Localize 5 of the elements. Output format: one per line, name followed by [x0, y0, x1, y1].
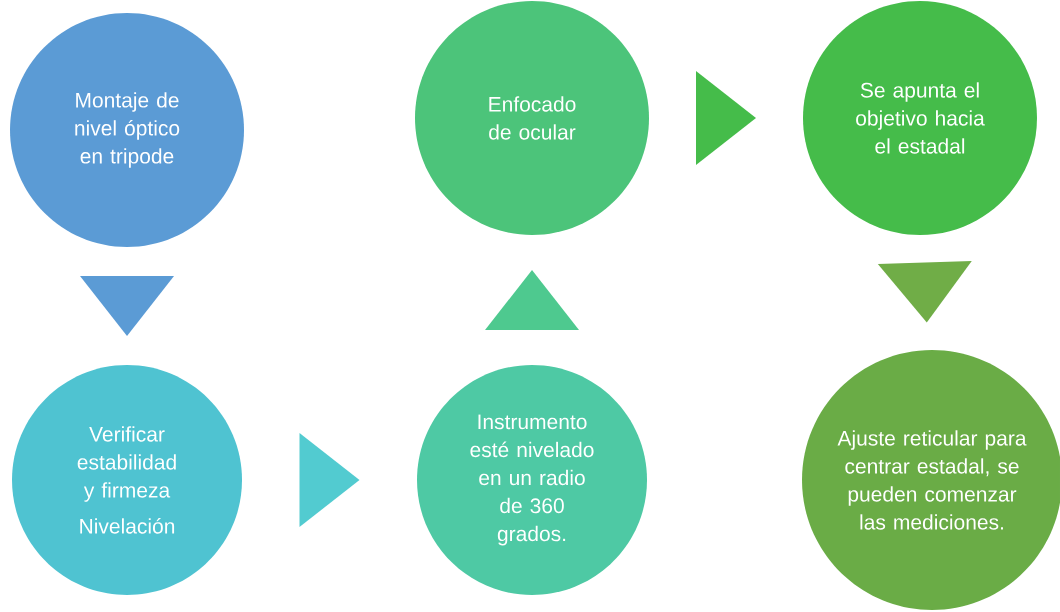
arrow — [299, 433, 360, 527]
arrow — [485, 270, 579, 330]
arrow — [877, 260, 972, 323]
arrow — [696, 71, 756, 165]
arrow — [80, 276, 174, 336]
